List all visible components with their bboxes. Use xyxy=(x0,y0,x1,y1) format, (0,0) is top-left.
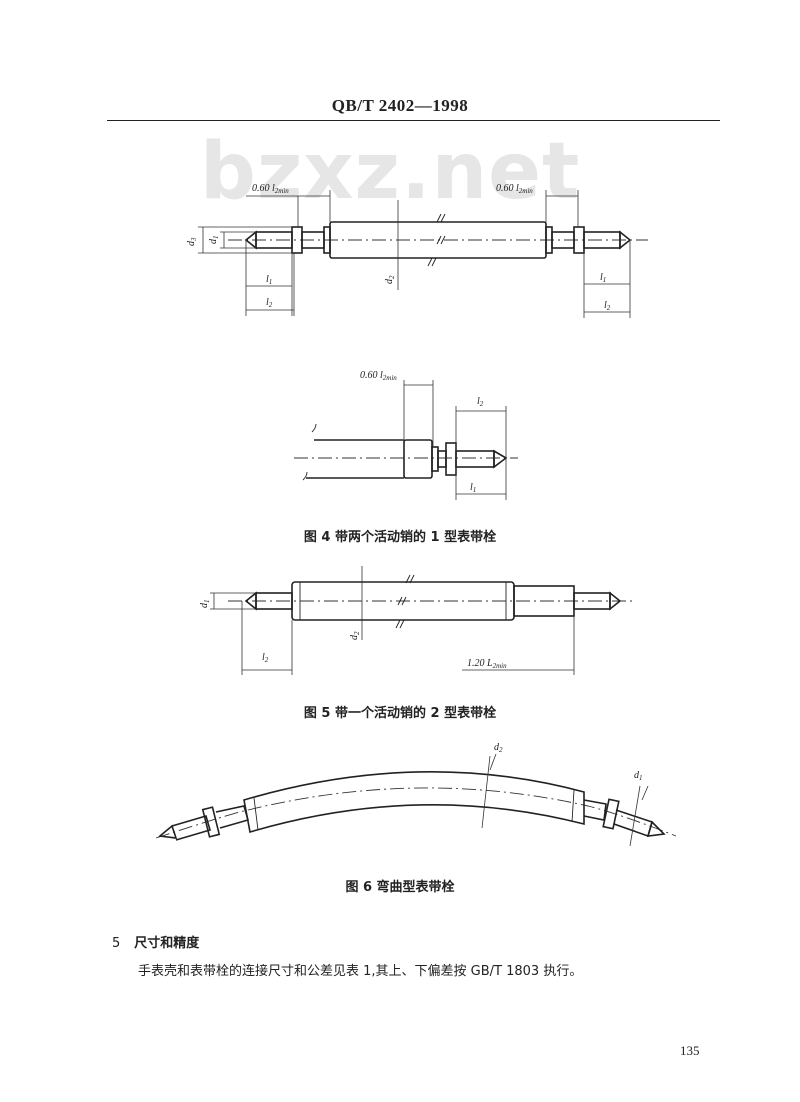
figure-4-main-drawing: 0.60 l2min 0.60 l2min d3 d1 d2 l1 l2 l1 … xyxy=(186,183,648,318)
fig4-d2-label: d2 xyxy=(384,275,396,284)
fig4-l2-left-label: l2 xyxy=(266,297,273,309)
fig5-l2-label: l2 xyxy=(262,652,269,664)
fig4-d3-label: d3 xyxy=(186,237,198,246)
figure-6-caption: 图 6 弯曲型表带栓 xyxy=(345,880,455,895)
fig4-l1-right-label: l1 xyxy=(600,272,606,284)
figure-5-caption: 图 5 带一个活动销的 2 型表带栓 xyxy=(303,706,497,721)
figure-4-detail-drawing: 0.60 l2min l2 l1 xyxy=(294,370,518,500)
section-title: 尺寸和精度 xyxy=(134,936,200,951)
fig4-pos-label-left: 0.60 l2min xyxy=(252,183,289,195)
fig6-d1-label: d1 xyxy=(634,770,643,782)
figure-4-caption: 图 4 带两个活动销的 1 型表带栓 xyxy=(303,530,497,545)
fig6-d2-label: d2 xyxy=(494,742,503,754)
watermark: bzxz.net xyxy=(200,127,581,217)
fig5-d1-label: d1 xyxy=(199,600,211,609)
section-number: 5 xyxy=(112,936,121,951)
figure-5-drawing: d1 d2 l2 1.20 L2min xyxy=(199,566,636,675)
fig4-d1-label: d1 xyxy=(208,236,220,245)
fig4-detail-l2-label: l2 xyxy=(477,396,484,408)
fig5-pos-label: 1.20 L2min xyxy=(467,658,507,670)
standard-number-header: QB/T 2402—1998 xyxy=(331,96,469,115)
fig4-detail-pos-label: 0.60 l2min xyxy=(360,370,397,382)
fig5-d2-label: d2 xyxy=(349,631,361,640)
body-paragraph: 手表壳和表带栓的连接尺寸和公差见表 1,其上、下偏差按 GB/T 1803 执行… xyxy=(138,964,583,979)
fig4-l1-left-label: l1 xyxy=(266,274,272,286)
section-heading: 5 尺寸和精度 xyxy=(112,932,199,951)
fig4-detail-l1-label: l1 xyxy=(470,482,476,494)
figure-6-drawing: d2 d1 xyxy=(155,742,677,847)
page-number: 135 xyxy=(680,1043,700,1058)
fig4-l2-right-label: l2 xyxy=(604,300,611,312)
fig4-pos-label-right: 0.60 l2min xyxy=(496,183,533,195)
header-rule xyxy=(107,120,720,121)
